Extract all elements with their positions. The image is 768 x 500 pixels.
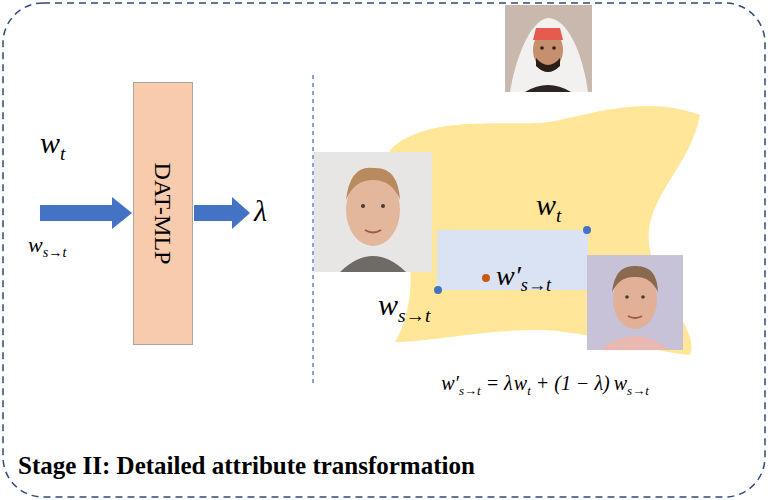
subscript: s→t bbox=[627, 383, 649, 398]
symbol: w′ bbox=[496, 260, 521, 291]
symbol: λ bbox=[254, 194, 267, 227]
subscript: s→t bbox=[521, 275, 551, 295]
stage-title: Stage II: Detailed attribute transformat… bbox=[18, 452, 475, 480]
input-symbol: wt bbox=[40, 126, 65, 165]
point-label: wt bbox=[536, 188, 561, 227]
mlp-box: DAT-MLP bbox=[133, 82, 193, 345]
symbol: w bbox=[614, 372, 627, 394]
dashed-frame bbox=[3, 3, 765, 497]
symbol: w bbox=[514, 372, 527, 394]
subscript: s→t bbox=[459, 383, 481, 398]
interpolation-region bbox=[437, 230, 588, 290]
subscript: s→t bbox=[398, 305, 431, 326]
symbol: w bbox=[28, 232, 43, 257]
symbol: w bbox=[378, 288, 398, 321]
subscript: t bbox=[60, 143, 65, 164]
subscript: t bbox=[556, 205, 561, 226]
symbol: w bbox=[536, 188, 556, 221]
symbol: w′ bbox=[441, 372, 459, 394]
point-interpolated bbox=[482, 274, 490, 282]
symbol: = λ bbox=[486, 372, 513, 394]
subscript: s→t bbox=[43, 244, 67, 260]
input-symbol: ws→t bbox=[28, 232, 67, 260]
face-photo-source bbox=[314, 152, 432, 272]
point-target bbox=[583, 226, 591, 234]
symbol: + (1 − λ) bbox=[536, 372, 610, 394]
point-source bbox=[434, 286, 442, 294]
latent-space-blob bbox=[390, 106, 700, 355]
subscript: t bbox=[527, 383, 531, 398]
face-photo-target bbox=[505, 5, 592, 92]
input-arrow bbox=[40, 197, 132, 229]
formula: w′s→t= λwt+ (1 − λ)ws→t bbox=[441, 372, 649, 398]
face-photo-result bbox=[587, 255, 683, 350]
output-symbol: λ bbox=[254, 194, 267, 229]
output-arrow bbox=[194, 197, 250, 229]
point-label: ws→t bbox=[378, 288, 431, 327]
symbol: w bbox=[40, 126, 60, 159]
divider-line bbox=[312, 75, 313, 385]
box-label: DAT-MLP bbox=[150, 163, 177, 265]
point-label: w′s→t bbox=[496, 260, 551, 296]
